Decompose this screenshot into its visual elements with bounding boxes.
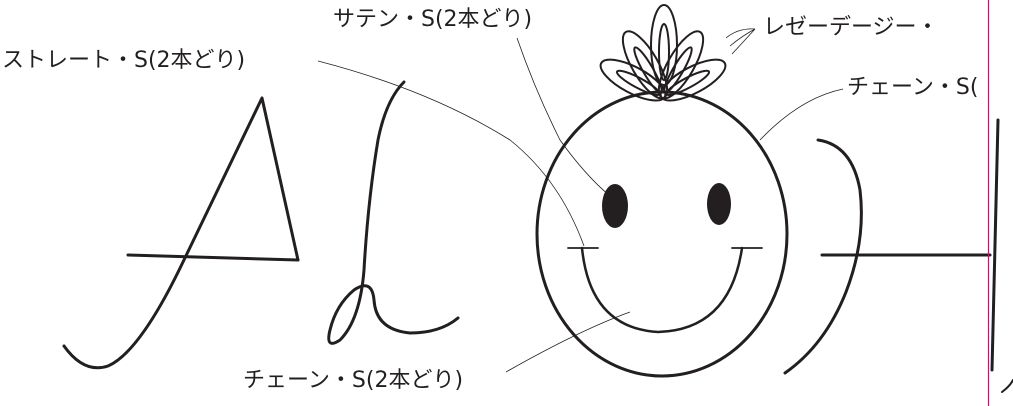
leader-chain-bottom <box>505 311 631 373</box>
label-satin-stitch: サテン・S(2本どり) <box>333 7 533 32</box>
leader-straight <box>317 60 585 247</box>
letter-h-partial <box>783 118 1013 393</box>
leader-satin <box>516 37 611 197</box>
label-straight-stitch: ストレート・S(2本どり) <box>2 48 246 73</box>
h-foot <box>1001 379 1013 393</box>
leader-lines <box>317 28 844 373</box>
label-lazy-daisy-stitch: レゼーデージー・ <box>763 15 939 40</box>
daisy-petal <box>615 69 661 96</box>
leader-chain-right <box>759 88 844 141</box>
lazy-daisy-flower <box>599 4 727 102</box>
daisy-petal <box>599 58 667 102</box>
smile-mouth <box>580 246 744 334</box>
letter-a-stroke <box>62 96 300 370</box>
face-outline <box>535 90 789 378</box>
left-eye <box>602 184 628 228</box>
daisy-petal <box>665 69 711 96</box>
leader-lazy-daisy <box>725 28 756 55</box>
daisy-petal <box>658 23 670 81</box>
label-chain-stitch-bottom: チェーン・S(2本どり) <box>243 368 464 393</box>
letter-a-crossbar <box>126 253 300 262</box>
h-vertical <box>990 118 1000 372</box>
right-swirl <box>783 138 863 375</box>
smiley-face <box>535 90 789 378</box>
daisy-petal <box>659 58 727 102</box>
letter-a <box>62 96 300 370</box>
letter-l-stroke <box>327 80 460 345</box>
right-eye <box>707 183 731 225</box>
letter-l <box>327 80 460 345</box>
label-chain-stitch-right: チェーン・S( <box>847 75 979 100</box>
